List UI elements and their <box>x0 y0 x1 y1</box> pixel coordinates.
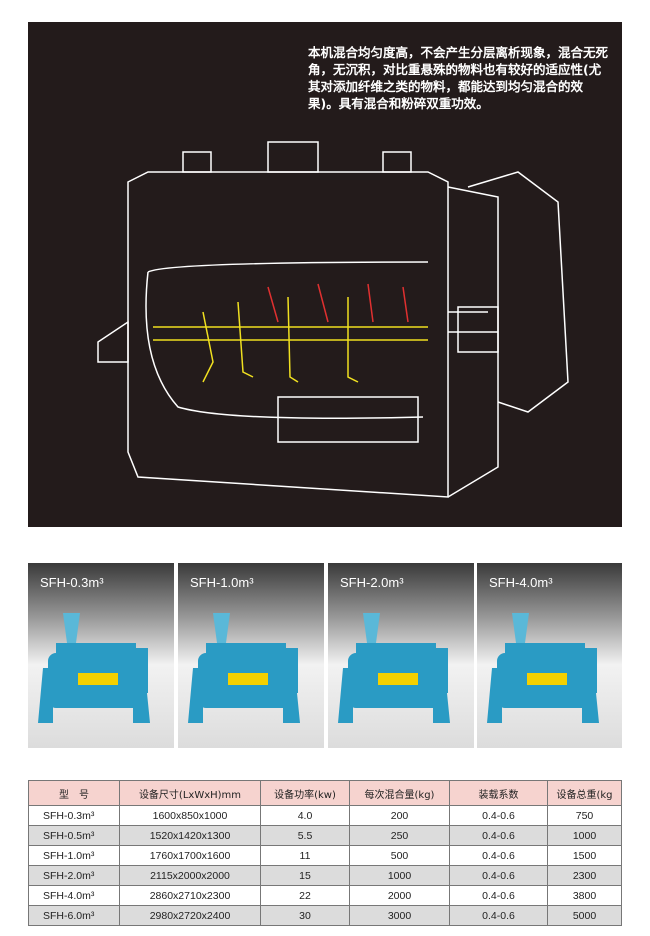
table-cell: 4.0 <box>260 805 350 826</box>
table-cell: 3800 <box>547 885 622 906</box>
spec-table: 型 号 设备尺寸(LxWxH)mm 设备功率(kw) 每次混合量(kg) 装载系… <box>28 780 622 926</box>
col-model: 型 号 <box>28 780 120 806</box>
table-cell: 750 <box>547 805 622 826</box>
machine-diagram-panel: 本机混合均匀度高，不会产生分层离析现象，混合无死角，无沉积，对比重悬殊的物料也有… <box>28 22 622 527</box>
product-photo-sfh-4.0: SFH-4.0m³ <box>477 563 622 748</box>
table-cell: 15 <box>260 865 350 886</box>
table-cell: 0.4-0.6 <box>449 885 548 906</box>
table-cell: 2860x2710x2300 <box>119 885 261 906</box>
table-cell: 2980x2720x2400 <box>119 905 261 926</box>
table-header-row: 型 号 设备尺寸(LxWxH)mm 设备功率(kw) 每次混合量(kg) 装载系… <box>28 780 622 806</box>
product-photo-sfh-2.0: SFH-2.0m³ <box>328 563 474 748</box>
photo-label: SFH-0.3m³ <box>40 575 104 590</box>
table-cell: SFH-2.0m³ <box>28 865 120 886</box>
col-batch: 每次混合量(kg) <box>349 780 450 806</box>
table-cell: SFH-0.3m³ <box>28 805 120 826</box>
table-cell: SFH-4.0m³ <box>28 885 120 906</box>
table-cell: 30 <box>260 905 350 926</box>
table-cell: 200 <box>349 805 450 826</box>
table-cell: 1000 <box>349 865 450 886</box>
mixer-line-drawing <box>97 141 569 498</box>
table-cell: 0.4-0.6 <box>449 845 548 866</box>
table-cell: 3000 <box>349 905 450 926</box>
col-weight: 设备总重(kg <box>547 780 622 806</box>
table-cell: 500 <box>349 845 450 866</box>
photo-label: SFH-2.0m³ <box>340 575 404 590</box>
product-photo-sfh-0.3: SFH-0.3m³ <box>28 563 174 748</box>
table-cell: 1500 <box>547 845 622 866</box>
table-cell: SFH-6.0m³ <box>28 905 120 926</box>
photo-label: SFH-1.0m³ <box>190 575 254 590</box>
table-cell: 5000 <box>547 905 622 926</box>
table-cell: 0.4-0.6 <box>449 825 548 846</box>
table-cell: 0.4-0.6 <box>449 805 548 826</box>
col-power: 设备功率(kw) <box>260 780 350 806</box>
photo-label: SFH-4.0m³ <box>489 575 553 590</box>
product-photo-sfh-1.0: SFH-1.0m³ <box>178 563 324 748</box>
table-cell: 250 <box>349 825 450 846</box>
table-cell: 0.4-0.6 <box>449 905 548 926</box>
table-cell: 1600x850x1000 <box>119 805 261 826</box>
table-cell: 22 <box>260 885 350 906</box>
col-dimensions: 设备尺寸(LxWxH)mm <box>119 780 261 806</box>
table-cell: SFH-1.0m³ <box>28 845 120 866</box>
product-description: 本机混合均匀度高，不会产生分层离析现象，混合无死角，无沉积，对比重悬殊的物料也有… <box>308 45 609 111</box>
col-load-factor: 装载系数 <box>449 780 548 806</box>
table-cell: 11 <box>260 845 350 866</box>
table-cell: 1520x1420x1300 <box>119 825 261 846</box>
table-cell: 2300 <box>547 865 622 886</box>
table-cell: 0.4-0.6 <box>449 865 548 886</box>
table-cell: SFH-0.5m³ <box>28 825 120 846</box>
table-cell: 1000 <box>547 825 622 846</box>
table-cell: 5.5 <box>260 825 350 846</box>
table-cell: 2000 <box>349 885 450 906</box>
table-cell: 2115x2000x2000 <box>119 865 261 886</box>
table-cell: 1760x1700x1600 <box>119 845 261 866</box>
